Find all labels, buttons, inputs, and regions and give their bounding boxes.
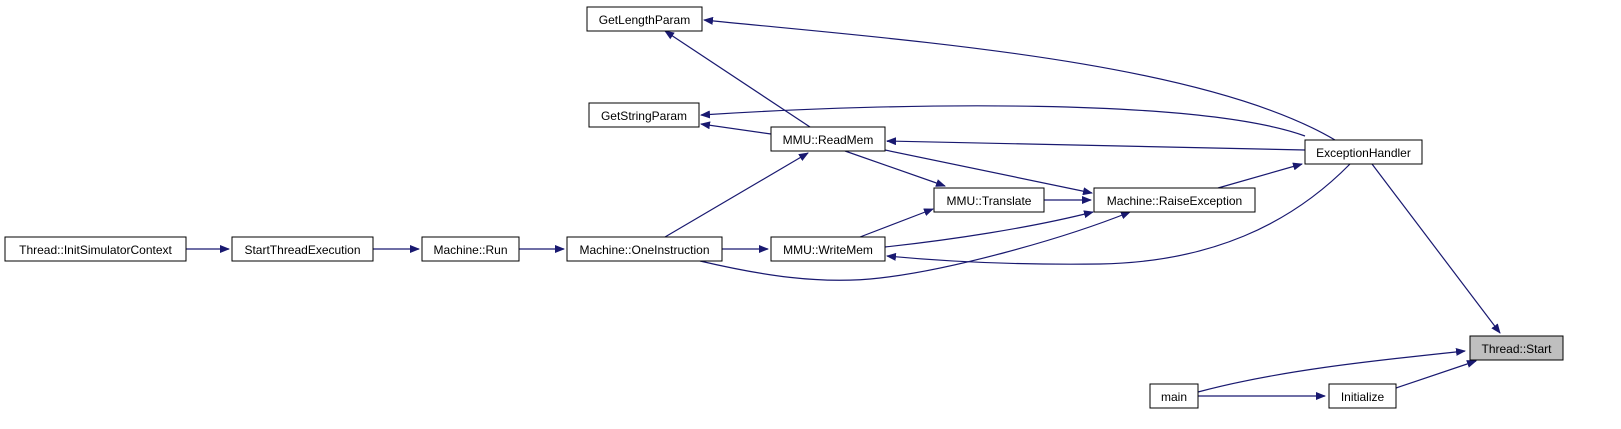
node-label: MMU::ReadMem bbox=[783, 133, 874, 147]
node-thread-initsimulatorcontext[interactable]: Thread::InitSimulatorContext bbox=[4, 236, 187, 262]
node-label: Thread::InitSimulatorContext bbox=[19, 243, 172, 257]
node-machine-oneinstruction[interactable]: Machine::OneInstruction bbox=[566, 236, 723, 262]
node-box[interactable] bbox=[933, 187, 1045, 213]
edge-machine-oneinstruction-to-mmu-readmem bbox=[664, 152, 809, 238]
node-mmu-translate[interactable]: MMU::Translate bbox=[933, 187, 1045, 213]
node-label: ExceptionHandler bbox=[1316, 146, 1411, 160]
node-box[interactable] bbox=[770, 126, 886, 152]
node-label: main bbox=[1161, 390, 1187, 404]
node-main[interactable]: main bbox=[1149, 383, 1199, 409]
node-label: Initialize bbox=[1341, 390, 1385, 404]
edge-initialize-to-thread-start bbox=[1395, 360, 1477, 389]
edges-layer bbox=[186, 16, 1501, 400]
node-box[interactable] bbox=[421, 236, 520, 262]
edge-main-to-thread-start bbox=[1197, 347, 1466, 393]
edge-exception-handler-to-thread-start bbox=[1371, 163, 1501, 334]
edge-exception-handler-to-mmu-writemem bbox=[886, 163, 1351, 265]
node-label: MMU::WriteMem bbox=[783, 243, 873, 257]
node-start-thread-execution[interactable]: StartThreadExecution bbox=[231, 236, 374, 262]
node-label: Machine::RaiseException bbox=[1107, 194, 1242, 208]
node-mmu-writemem[interactable]: MMU::WriteMem bbox=[770, 236, 886, 262]
edge-mmu-readmem-to-mmu-translate bbox=[844, 150, 946, 187]
node-box[interactable] bbox=[1469, 335, 1564, 361]
node-label: Thread::Start bbox=[1481, 342, 1552, 356]
edge-exception-handler-to-mmu-readmem bbox=[886, 137, 1306, 151]
edge-machine-raiseexception-to-exception-handler bbox=[1217, 162, 1303, 189]
node-mmu-readmem[interactable]: MMU::ReadMem bbox=[770, 126, 886, 152]
node-exception-handler[interactable]: ExceptionHandler bbox=[1304, 139, 1423, 165]
node-label: GetStringParam bbox=[601, 109, 687, 123]
node-label: Machine::Run bbox=[433, 243, 507, 257]
node-box[interactable] bbox=[1328, 383, 1397, 409]
node-box[interactable] bbox=[586, 6, 703, 32]
node-box[interactable] bbox=[588, 102, 700, 128]
node-label: Machine::OneInstruction bbox=[579, 243, 709, 257]
node-machine-run[interactable]: Machine::Run bbox=[421, 236, 520, 262]
node-box[interactable] bbox=[566, 236, 723, 262]
node-get-string-param[interactable]: GetStringParam bbox=[588, 102, 700, 128]
node-get-length-param[interactable]: GetLengthParam bbox=[586, 6, 703, 32]
node-box[interactable] bbox=[1304, 139, 1423, 165]
node-label: GetLengthParam bbox=[599, 13, 690, 27]
edge-mmu-writemem-to-mmu-translate bbox=[859, 208, 934, 238]
node-label: MMU::Translate bbox=[947, 194, 1032, 208]
node-box[interactable] bbox=[1149, 383, 1199, 409]
edge-exception-handler-to-get-string-param bbox=[700, 105, 1306, 137]
node-thread-start[interactable]: Thread::Start bbox=[1469, 335, 1564, 361]
edge-mmu-readmem-to-get-length-param bbox=[664, 30, 811, 128]
edge-mmu-writemem-to-machine-raiseexception bbox=[884, 210, 1094, 248]
edge-machine-oneinstruction-to-machine-raiseexception bbox=[699, 211, 1131, 281]
edge-mmu-readmem-to-machine-raiseexception bbox=[884, 149, 1093, 196]
edge-mmu-readmem-to-get-string-param bbox=[700, 121, 772, 135]
node-label: StartThreadExecution bbox=[244, 243, 360, 257]
node-box[interactable] bbox=[231, 236, 374, 262]
node-box[interactable] bbox=[1093, 187, 1256, 213]
node-machine-raiseexception[interactable]: Machine::RaiseException bbox=[1093, 187, 1256, 213]
node-initialize[interactable]: Initialize bbox=[1328, 383, 1397, 409]
node-box[interactable] bbox=[770, 236, 886, 262]
node-box[interactable] bbox=[4, 236, 187, 262]
edge-exception-handler-to-get-length-param bbox=[703, 16, 1336, 141]
